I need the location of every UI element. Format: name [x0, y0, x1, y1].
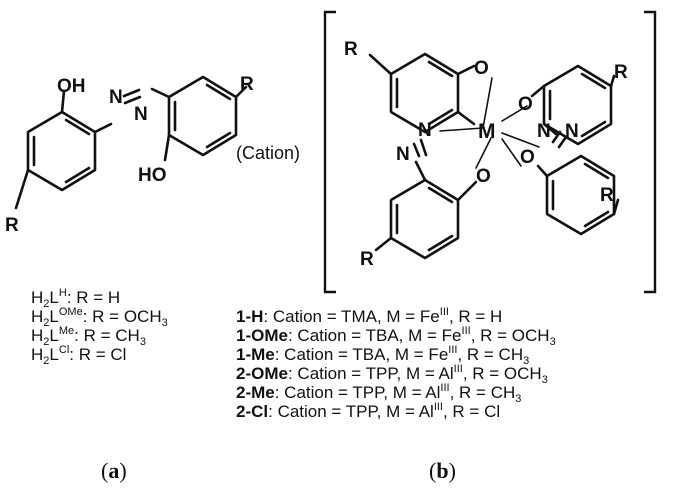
azo-bond	[93, 122, 113, 134]
bracket-left	[323, 10, 336, 294]
complex-atom-n2: N	[396, 144, 410, 165]
ligand-atom-ho: HO	[138, 165, 167, 186]
complex-list-item: 1-H: Cation = TMA, M = FeIII, R = H	[236, 306, 502, 326]
left-ring	[26, 110, 97, 192]
ligand-list-item: H2LMe: R = CH3	[31, 325, 146, 348]
ligand-list-item: H2LH: R = H	[31, 287, 120, 310]
complex-atom-r-upper-right: R	[614, 62, 628, 83]
complex-list-item: 1-Me: Cation = TBA, M = FeIII, R = CH3	[236, 344, 529, 367]
ligand-atom-r-left: R	[5, 215, 19, 236]
right-r-bond	[234, 85, 248, 99]
ligand-atom-n2: N	[134, 104, 148, 125]
ligand-list-item: H2LOMe: R = OCH3	[31, 306, 168, 329]
complex-atom-n4: N	[565, 121, 579, 142]
complex-list: 1-H: Cation = TMA, M = FeIII, R = H 1-OM…	[236, 306, 556, 421]
left-oh-bond	[60, 89, 66, 114]
ligand-list: H2LH: R = H H2LOMe: R = OCH3 H2LMe: R = …	[31, 287, 168, 367]
complex-atom-n1: N	[418, 120, 432, 141]
ligand-atom-oh: OH	[57, 76, 86, 97]
complex-list-item: 2-Me: Cation = TPP, M = AlIII, R = CH3	[236, 382, 521, 405]
complex-atom-r-lower-left: R	[360, 249, 374, 270]
complex-atom-o1: O	[474, 58, 489, 79]
complex-atom-r-lower-right: R	[600, 185, 614, 206]
caption-a: (a)	[101, 458, 127, 483]
complex-list-item: 1-OMe: Cation = TBA, M = FeIII, R = OCH3	[236, 325, 556, 348]
caption-b: (b)	[429, 458, 456, 483]
ligand-atom-n1: N	[109, 87, 123, 108]
right-ring	[167, 75, 238, 157]
complex-atom-o3: O	[518, 94, 533, 115]
ligand-structure: OH N N HO R R	[5, 74, 254, 236]
complex-atom-o2: O	[476, 166, 491, 187]
complex-atom-o4: O	[520, 147, 535, 168]
bracket-right	[644, 10, 657, 294]
complex-structure: R O N M N O O N N O R R R	[323, 10, 657, 294]
right-ho-bond	[163, 133, 171, 162]
ligand-list-item: H2LCl: R = Cl	[31, 344, 126, 367]
ligand-atom-r-right: R	[240, 74, 254, 95]
complex-atom-r-upper-left: R	[344, 39, 358, 60]
complex-atom-m: M	[478, 120, 496, 143]
complex-list-item: 2-Cl: Cation = TPP, M = AlIII, R = Cl	[236, 401, 500, 421]
complex-atom-n3: N	[537, 121, 551, 142]
left-r-bond	[14, 168, 30, 210]
complex-list-item: 2-OMe: Cation = TPP, M = AlIII, R = OCH3	[236, 363, 548, 386]
cation-label: (Cation)	[236, 143, 300, 163]
complex-ring-lower-left	[389, 178, 460, 260]
